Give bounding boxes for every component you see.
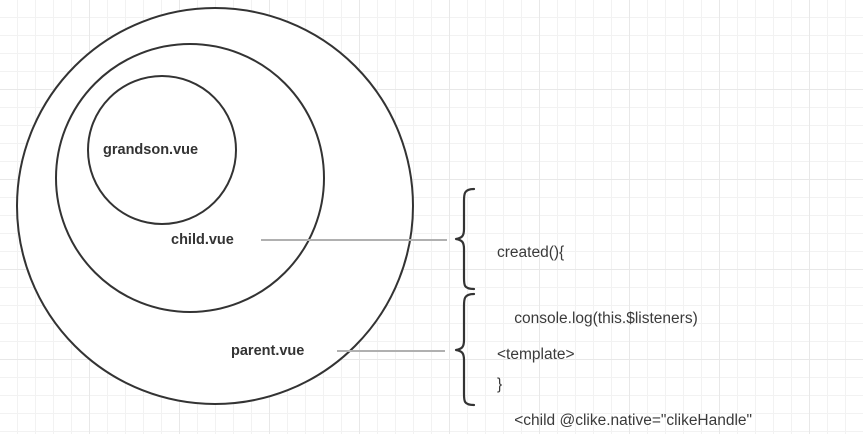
annotation-child-listeners: created(){ console.log(this.$listeners) …: [497, 198, 698, 434]
circle-label-grandson-vue: grandson.vue: [103, 142, 199, 158]
annotation-parent-template: <template> <child @clike.native="clikeHa…: [497, 300, 752, 434]
code-line: created(){: [497, 244, 565, 261]
curly-brace-parent-template: [454, 292, 476, 407]
code-line: <template>: [497, 346, 575, 363]
circle-grandson-vue[interactable]: [87, 75, 237, 225]
code-line: console.log(this.$listeners): [497, 310, 698, 327]
code-line: }: [497, 376, 503, 393]
circle-label-parent-vue: parent.vue: [231, 343, 305, 359]
code-line: <child @clike.native="clikeHandle": [497, 412, 753, 429]
curly-brace-child-listeners: [454, 187, 476, 291]
circle-label-child-vue: child.vue: [171, 232, 234, 248]
